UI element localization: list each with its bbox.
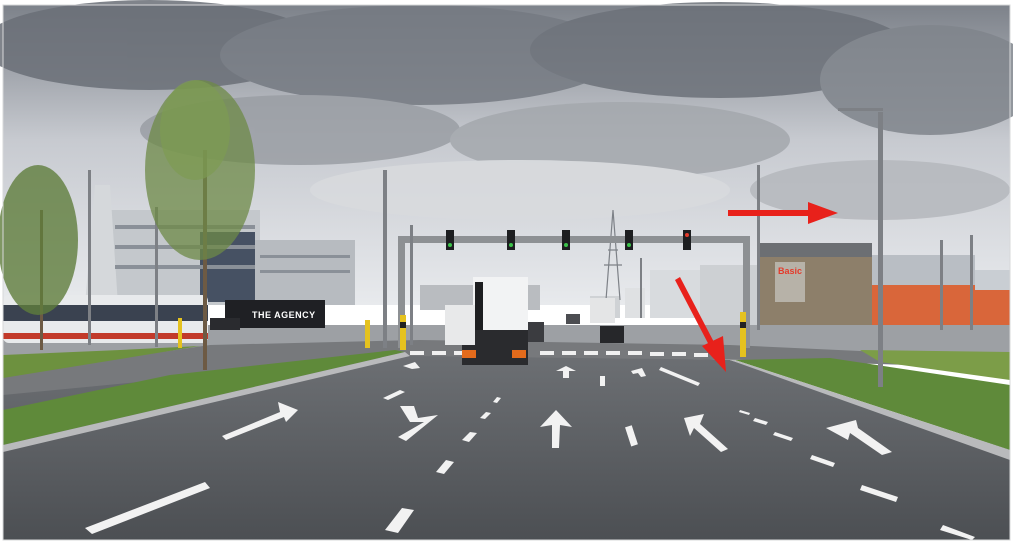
- truck-label: THE AGENCY: [252, 310, 316, 320]
- lane-markings: [85, 367, 975, 540]
- right-grass-verge: [735, 358, 1010, 450]
- road: [3, 352, 1010, 540]
- trees: [0, 80, 255, 370]
- road-arrows: [222, 362, 892, 455]
- poles: [88, 108, 973, 387]
- agency-truck: THE AGENCY: [210, 300, 325, 330]
- left-grass-median: [3, 350, 405, 445]
- crosswalk: [410, 351, 708, 357]
- cross-street: [3, 340, 1010, 395]
- transmission-pylon: [604, 209, 622, 301]
- vehicles: [445, 277, 624, 365]
- signal-posts: [178, 312, 746, 357]
- svg-text:Basic: Basic: [778, 266, 802, 276]
- traffic-signal-gantry: [398, 230, 750, 348]
- diagonal-down-right-arrow: [675, 277, 726, 372]
- horizontal-right-arrow: [728, 202, 838, 224]
